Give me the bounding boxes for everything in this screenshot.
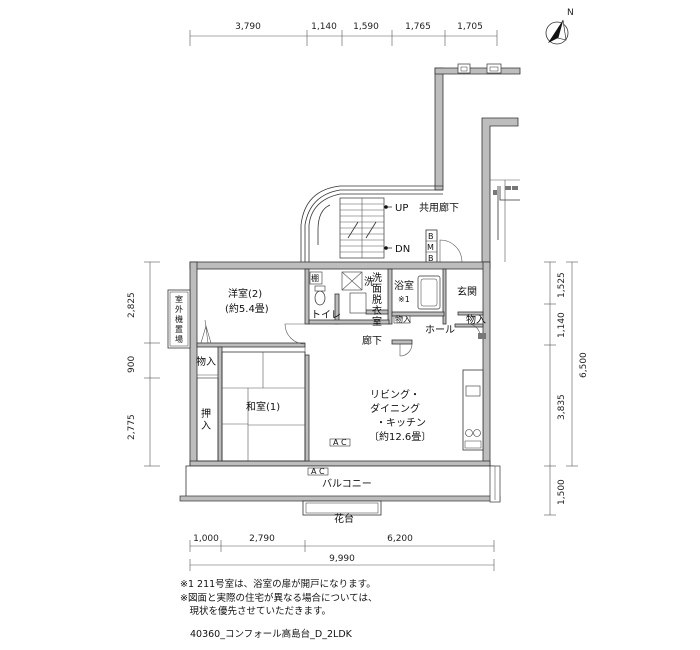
washroom-char-2: 面 (372, 284, 382, 295)
outdoor-unit-char-1: 室 (175, 294, 183, 304)
mb-label-3: B (428, 254, 434, 263)
mb-label-1: B (428, 232, 434, 241)
ldk-line-2: ダイニング (370, 402, 420, 415)
corridor-label: 廊下 (362, 334, 382, 347)
washroom-char-4: 衣 (372, 304, 382, 317)
outdoor-unit-area: 室 外 機 置 場 (167, 289, 191, 349)
dim-left-2: 900 (127, 356, 137, 373)
bath-note: ※1 (398, 295, 410, 304)
top-dimensions: 3,790 1,140 1,590 1,765 1,705 (189, 22, 498, 46)
toilet-label: トイレ (311, 310, 341, 321)
storage-label-2: 物入 (466, 313, 486, 326)
dim-bottom-3: 6,200 (387, 534, 413, 544)
door-swings (200, 319, 481, 368)
stairs: UP 共用廊下 DN (339, 197, 459, 259)
dim-top-3: 1,590 (353, 22, 379, 32)
dim-right-3: 3,835 (557, 394, 567, 420)
storage-label-1: 物入 (196, 355, 216, 368)
dim-left-3: 2,775 (127, 414, 137, 440)
dim-left-1: 2,825 (127, 292, 137, 318)
outdoor-unit-char-3: 機 (175, 314, 183, 324)
bathroom: 浴室 ※1 物入 (393, 275, 441, 324)
dim-bottom-1: 1,000 (193, 534, 219, 544)
mb-label-2: M (427, 243, 434, 252)
entrance-label: 玄関 (457, 285, 477, 298)
ldk-size: 〔約12.6畳〕 (369, 430, 431, 443)
balcony: A C バルコニー 花台 (179, 465, 501, 525)
japanese-room-label: 和室(1) (246, 400, 280, 413)
hall-label: ホール (425, 324, 455, 336)
washroom-char-1: 洗 (372, 272, 382, 284)
balcony-label: バルコニー (322, 478, 372, 490)
right-dimensions: 1,525 1,140 3,835 1,500 6,500 (544, 261, 589, 516)
common-corridor-walls (300, 63, 521, 263)
left-dimensions: 2,825 900 2,775 (127, 261, 160, 467)
washroom-char-3: 脱 (372, 293, 382, 306)
meter-box: B M B (425, 229, 463, 265)
living-dining-kitchen: リビング・ ダイニング ・キッチン 〔約12.6畳〕 A C (329, 369, 484, 451)
common-corridor-label: 共用廊下 (419, 201, 459, 214)
stairs-down-label: DN (395, 244, 410, 255)
dim-right-total: 6,500 (579, 352, 589, 378)
stairs-up-label: UP (395, 203, 408, 214)
western-room-size: (約5.4畳) (225, 302, 269, 315)
bath-label: 浴室 (394, 279, 414, 292)
closet-char-1: 押 (201, 407, 211, 420)
dim-right-2: 1,140 (557, 312, 567, 338)
ldk-line-3: ・キッチン (376, 417, 426, 429)
ac-label-1: A C (333, 438, 347, 447)
closet-char-2: 入 (201, 421, 211, 432)
apartment-walls (189, 261, 491, 469)
dim-top-4: 1,765 (405, 22, 431, 32)
washroom-char-5: 室 (372, 315, 382, 328)
dim-top-1: 3,790 (235, 22, 261, 32)
washer-label: 洗 (364, 276, 374, 288)
dim-bottom-total: 9,990 (329, 554, 355, 564)
ac-label-2: A C (311, 467, 325, 476)
flower-bed-label: 花台 (334, 512, 354, 525)
ldk-line-1: リビング・ (370, 388, 420, 401)
note-2: ※図面と実際の住宅が異なる場合については、 (180, 593, 378, 604)
compass-label: N (567, 8, 574, 18)
japanese-room: 和室(1) (221, 351, 306, 462)
plan-name: 40360_コンフォール高島台_D_2LDK (190, 629, 352, 640)
note-3: 現状を優先させていただきます。 (180, 606, 332, 617)
dim-right-4: 1,500 (557, 479, 567, 505)
note-1: ※1 211号室は、浴室の扉が開戸になります。 (180, 579, 376, 590)
north-arrow-icon: N (545, 8, 574, 45)
dim-bottom-2: 2,790 (249, 534, 275, 544)
dim-right-1: 1,525 (557, 272, 567, 298)
western-room-label: 洋室(2) (228, 287, 262, 300)
closet: 押 入 (196, 377, 219, 462)
toilet: 棚 トイレ (309, 271, 341, 321)
outdoor-unit-char-4: 置 (175, 325, 183, 334)
washing-machine: 洗 (341, 271, 374, 314)
dim-top-2: 1,140 (311, 22, 337, 32)
dim-top-5: 1,705 (457, 22, 483, 32)
outdoor-unit-char-2: 外 (175, 304, 183, 314)
bottom-dimensions: 1,000 2,790 6,200 9,990 (189, 534, 495, 571)
shelf-label: 棚 (311, 273, 319, 283)
storage-label-3: 物入 (395, 314, 411, 324)
outdoor-unit-char-5: 場 (175, 334, 183, 344)
